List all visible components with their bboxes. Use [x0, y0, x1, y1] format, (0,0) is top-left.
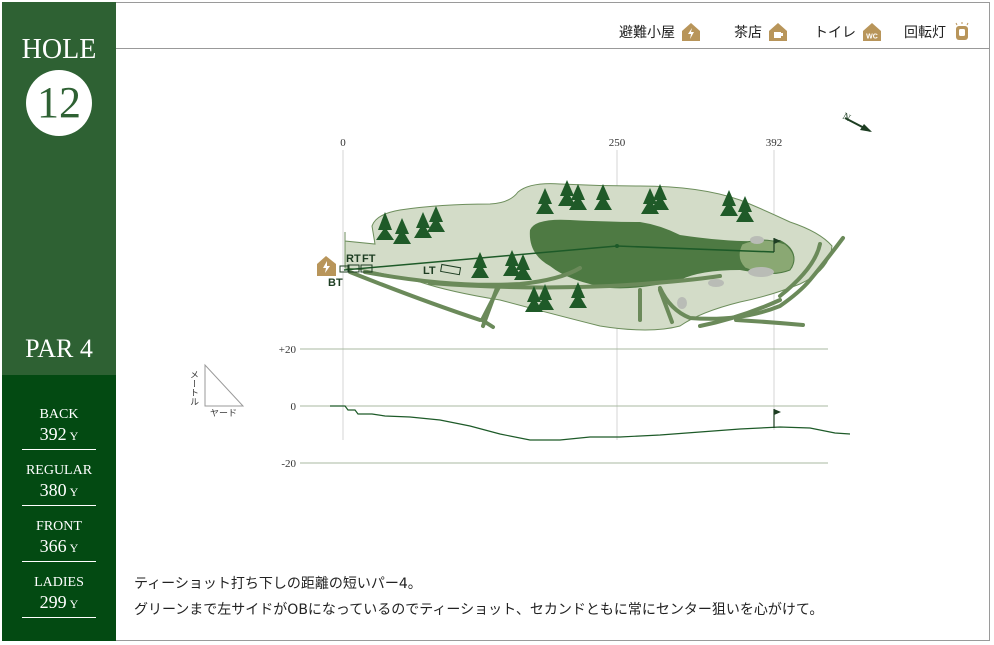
distance-unit: Y [69, 485, 79, 499]
distance-name: REGULAR [25, 463, 93, 478]
elevation-profile-line [330, 405, 851, 441]
elevation-flag-icon [773, 409, 781, 428]
legend-shelter: 避難小屋 [619, 22, 701, 42]
pin-flag-icon [773, 238, 781, 252]
distance-unit: Y [69, 429, 79, 443]
legend-teahouse: 茶店 [734, 22, 788, 42]
toilet-icon-text: WC [866, 34, 878, 41]
shelter-icon [317, 256, 336, 276]
tree-icon [536, 188, 554, 214]
hole-description-line: グリーンまで左サイドがOBになっているのでティーショット、セカンドともに常にセン… [134, 602, 824, 618]
distance-name: LADIES [34, 575, 84, 590]
front-tee-box [360, 264, 373, 273]
tree-icon [536, 284, 554, 310]
legend-label: 回転灯 [904, 25, 946, 41]
tee-label-back: BT [328, 277, 343, 289]
distance-yards: 380 [39, 480, 67, 500]
distance-yards: 299 [39, 592, 67, 612]
tree-icon [514, 254, 532, 280]
green-outline [738, 239, 795, 274]
tee-label-ladies: LT [423, 265, 436, 277]
axis-label-meters: メートル [188, 370, 199, 406]
tee-label-front: FT [362, 253, 376, 265]
elevation-tick-label: -20 [281, 458, 296, 470]
regular-tee-box [347, 264, 360, 273]
distance-unit: Y [69, 597, 79, 611]
tree-icon [569, 184, 587, 210]
distance-yards: 366 [39, 536, 67, 556]
tee-area [339, 263, 462, 276]
teahouse-icon [769, 23, 787, 41]
compass-label: N [841, 111, 853, 124]
bunker [750, 236, 764, 244]
distance-name: FRONT [36, 519, 82, 534]
tree-icon [594, 184, 612, 210]
rotating-light-icon [955, 22, 969, 40]
tree-icon [525, 286, 543, 312]
bunker [708, 279, 724, 287]
elevation-axis-legend: メートル ヤード [188, 363, 245, 419]
tree-group [376, 180, 754, 312]
distance-tick-label: 0 [340, 137, 346, 149]
tree-icon [651, 184, 669, 210]
tree-icon [569, 282, 587, 308]
hole-description-line: ティーショット打ち下しの距離の短いパー4。 [134, 576, 422, 592]
tree-icon [393, 218, 411, 244]
shelter-icon [682, 23, 700, 41]
legend-label: 避難小屋 [619, 25, 675, 41]
back-tee-box [339, 265, 350, 273]
rough-area [529, 219, 795, 289]
tee-label-regular: RT [346, 253, 361, 265]
elevation-tick-label: +20 [279, 344, 297, 356]
compass-north-arrow: N [841, 111, 872, 132]
ladies-tee-box [440, 263, 462, 276]
distance-yards: 392 [39, 424, 67, 444]
legend-label: 茶店 [734, 25, 762, 41]
cart-paths [348, 236, 845, 329]
distance-unit: Y [69, 541, 79, 555]
par-label: PAR 4 [25, 334, 93, 363]
distance-name: BACK [39, 407, 79, 422]
legend-rotating-light: 回転灯 [904, 22, 972, 42]
facility-legend: 避難小屋 茶店 トイレ WC 回転灯 [116, 2, 990, 49]
tree-icon [427, 206, 445, 232]
axis-label-yards: ヤード [210, 409, 237, 419]
distance-tick-label: 250 [609, 137, 626, 149]
tree-icon [471, 252, 489, 278]
distance-tick-label: 392 [766, 137, 783, 149]
legend-toilet: トイレ WC [814, 22, 882, 42]
tree-icon [376, 212, 394, 240]
tree-icon [720, 190, 738, 216]
bunker [677, 297, 687, 309]
hole-label: HOLE [21, 34, 97, 65]
elevation-tick-label: 0 [291, 401, 297, 413]
toilet-icon: WC [863, 23, 881, 41]
bunker [748, 267, 774, 277]
legend-label: トイレ [814, 25, 856, 41]
hole-number: 12 [26, 70, 92, 136]
tree-icon [736, 196, 754, 222]
hole-info-panel: HOLE 12 PAR 4 [2, 2, 116, 375]
center-line-marker [615, 244, 619, 248]
